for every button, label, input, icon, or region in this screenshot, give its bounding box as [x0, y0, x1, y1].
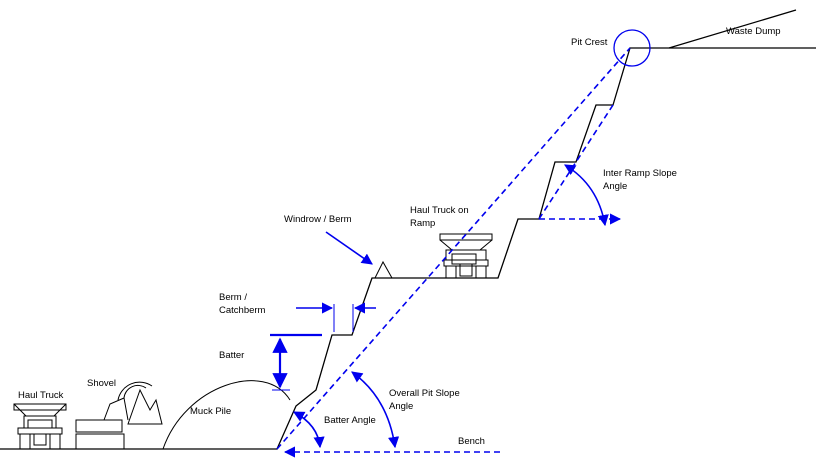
label-windrow-berm: Windrow / Berm [284, 214, 352, 225]
label-berm-catchberm-2: Catchberm [219, 305, 266, 316]
label-bench: Bench [458, 436, 485, 447]
label-batter: Batter [219, 350, 244, 361]
inter-ramp-angle-arc [564, 164, 609, 227]
label-muck-pile: Muck Pile [190, 406, 231, 417]
batter-angle-arc [293, 411, 325, 449]
overall-pit-slope-line [276, 47, 631, 450]
label-haul-truck-on-ramp-1: Haul Truck on [410, 205, 469, 216]
label-inter-ramp-1: Inter Ramp Slope [603, 168, 677, 179]
overall-pit-slope-angle-arc [351, 371, 400, 449]
label-berm-catchberm-1: Berm / [219, 292, 247, 303]
haul-truck-icon [13, 403, 67, 450]
label-pit-crest: Pit Crest [571, 37, 608, 48]
pit-crest-circle [613, 29, 651, 67]
shovel-icon [75, 381, 163, 450]
windrow-berm [374, 260, 393, 279]
label-waste-dump: Waste Dump [726, 26, 781, 37]
label-overall-pit-slope-2: Angle [389, 401, 413, 412]
pit-profile-line [0, 9, 797, 450]
inter-ramp-slope-line [538, 104, 614, 220]
label-haul-truck-on-ramp-2: Ramp [410, 218, 435, 229]
windrow-arrow [325, 231, 373, 265]
label-haul-truck: Haul Truck [18, 390, 64, 401]
haul-truck-on-ramp-icon [439, 233, 493, 279]
label-shovel: Shovel [87, 378, 116, 389]
label-inter-ramp-2: Angle [603, 181, 627, 192]
label-overall-pit-slope-1: Overall Pit Slope [389, 388, 460, 399]
label-batter-angle: Batter Angle [324, 415, 376, 426]
